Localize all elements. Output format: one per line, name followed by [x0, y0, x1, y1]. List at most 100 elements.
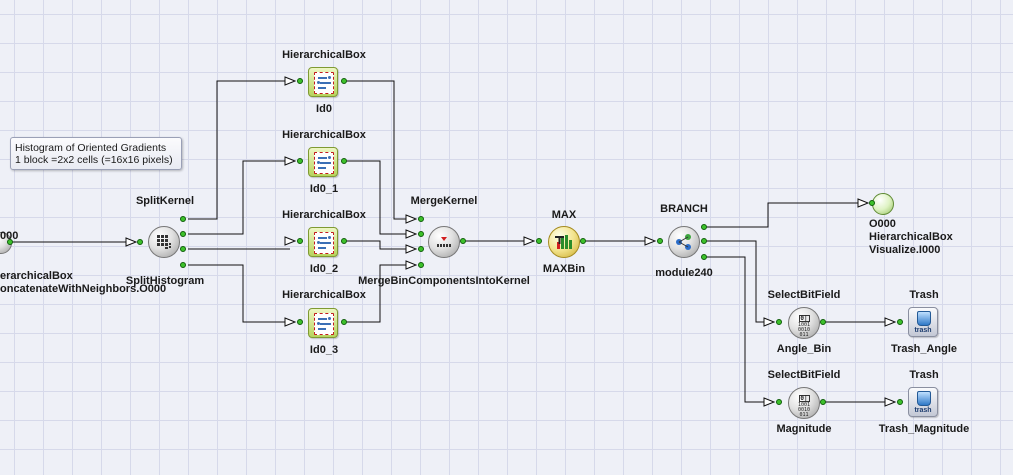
- trash1-name-label: Trash_Angle: [890, 343, 958, 355]
- output-name-1: O000: [869, 218, 896, 230]
- input-node-name-2: oncatenateWithNeighbors.O000: [0, 283, 167, 295]
- port-max-out[interactable]: [580, 238, 586, 244]
- arrow-merge-in-2: [405, 229, 418, 239]
- branch-node[interactable]: [668, 226, 700, 258]
- branch-icon: [676, 234, 691, 250]
- trash-can-icon: [917, 391, 931, 406]
- port-hb3-in[interactable]: [297, 319, 303, 325]
- port-split-out-1[interactable]: [180, 216, 186, 222]
- split-node[interactable]: [148, 226, 180, 258]
- port-trash2-in[interactable]: [897, 399, 903, 405]
- trash1-node[interactable]: trash: [908, 307, 938, 337]
- port-split-out-2[interactable]: [180, 231, 186, 237]
- hb1-name-label: Id0_1: [309, 183, 339, 195]
- port-trash1-in[interactable]: [897, 319, 903, 325]
- port-merge-out[interactable]: [460, 238, 466, 244]
- max-name-label: MAXBin: [542, 263, 586, 275]
- wire-hb2-merge: [345, 240, 406, 250]
- arrow-output-in: [857, 198, 870, 208]
- port-merge-in-3[interactable]: [418, 246, 424, 252]
- arrow-hb1-in: [284, 156, 297, 166]
- grid-icon: [157, 235, 171, 249]
- port-max-in[interactable]: [536, 238, 542, 244]
- output-node[interactable]: [872, 193, 894, 215]
- port-merge-in-2[interactable]: [418, 231, 424, 237]
- max-bar-icon: [555, 235, 572, 249]
- arrow-merge-in-3: [405, 244, 418, 254]
- port-merge-in-4[interactable]: [418, 262, 424, 268]
- hierarchy-icon: [314, 313, 334, 335]
- port-branch-out-2[interactable]: [701, 238, 707, 244]
- merge-name-label: MergeBinComponentsIntoKernel: [358, 275, 530, 287]
- arrow-sbf2-in: [763, 397, 776, 407]
- sbf1-type-label: SelectBitField: [767, 289, 841, 301]
- port-hb2-in[interactable]: [297, 238, 303, 244]
- merge-node[interactable]: [428, 226, 460, 258]
- port-sbf1-in[interactable]: [776, 319, 782, 325]
- wire-branch-sbf1: [706, 240, 766, 323]
- hb2-type-label: HierarchicalBox: [282, 209, 366, 221]
- wire-hb3-merge: [345, 264, 406, 323]
- arrow-merge-in-1: [405, 214, 418, 224]
- hb0-type-label: HierarchicalBox: [282, 49, 366, 61]
- output-name-2: HierarchicalBox: [869, 231, 953, 243]
- max-node[interactable]: [548, 226, 580, 258]
- port-sbf2-in[interactable]: [776, 399, 782, 405]
- wire-split-hb0: [188, 80, 290, 220]
- port-merge-in-1[interactable]: [418, 216, 424, 222]
- hierarchy-icon: [314, 232, 334, 254]
- hb1-node[interactable]: [308, 147, 338, 177]
- port-input-out[interactable]: [7, 239, 13, 245]
- arrow-max-in: [523, 236, 536, 246]
- arrow-split-in: [125, 237, 138, 247]
- branch-name-label: module240: [655, 267, 713, 279]
- arrow-hb3-in: [284, 317, 297, 327]
- arrow-merge-in-4: [405, 260, 418, 270]
- trash1-type-label: Trash: [909, 289, 939, 301]
- wire-branch-output: [706, 202, 862, 228]
- port-split-out-4[interactable]: [180, 262, 186, 268]
- port-hb0-out[interactable]: [341, 78, 347, 84]
- port-hb1-in[interactable]: [297, 158, 303, 164]
- port-sbf2-out[interactable]: [820, 399, 826, 405]
- port-hb1-out[interactable]: [341, 158, 347, 164]
- trash2-name-label: Trash_Magnitude: [878, 423, 970, 435]
- hb1-type-label: HierarchicalBox: [282, 129, 366, 141]
- port-split-in[interactable]: [137, 239, 143, 245]
- port-branch-out-1[interactable]: [701, 224, 707, 230]
- port-branch-in[interactable]: [657, 238, 663, 244]
- split-type-label: SplitKernel: [135, 195, 195, 207]
- split-name-label: SplitHistogram: [125, 275, 205, 287]
- comment-line-1: Histogram of Oriented Gradients: [15, 142, 167, 154]
- port-branch-out-3[interactable]: [701, 254, 707, 260]
- port-output-in[interactable]: [869, 200, 875, 206]
- merge-icon: [437, 237, 451, 247]
- trash-icon-text: trash: [914, 407, 932, 414]
- trash2-node[interactable]: trash: [908, 387, 938, 417]
- arrow-hb2-in: [284, 236, 297, 246]
- port-sbf1-out[interactable]: [820, 319, 826, 325]
- trash2-type-label: Trash: [909, 369, 939, 381]
- port-hb3-out[interactable]: [341, 319, 347, 325]
- arrow-branch-in: [644, 236, 657, 246]
- comment-box[interactable]: Histogram of Oriented Gradients 1 block …: [10, 137, 182, 170]
- arrow-hb0-in: [284, 76, 297, 86]
- port-split-out-3[interactable]: [180, 246, 186, 252]
- branch-type-label: BRANCH: [660, 203, 708, 215]
- hb0-node[interactable]: [308, 67, 338, 97]
- hb0-name-label: Id0: [316, 103, 332, 115]
- port-hb2-out[interactable]: [341, 238, 347, 244]
- hb2-node[interactable]: [308, 227, 338, 257]
- hierarchy-icon: [314, 72, 334, 94]
- port-hb0-in[interactable]: [297, 78, 303, 84]
- wire-hb1-merge: [345, 160, 406, 235]
- arrow-trash1-in: [884, 317, 897, 327]
- hb2-name-label: Id0_2: [309, 263, 339, 275]
- hierarchy-icon: [314, 152, 334, 174]
- hb3-node[interactable]: [308, 308, 338, 338]
